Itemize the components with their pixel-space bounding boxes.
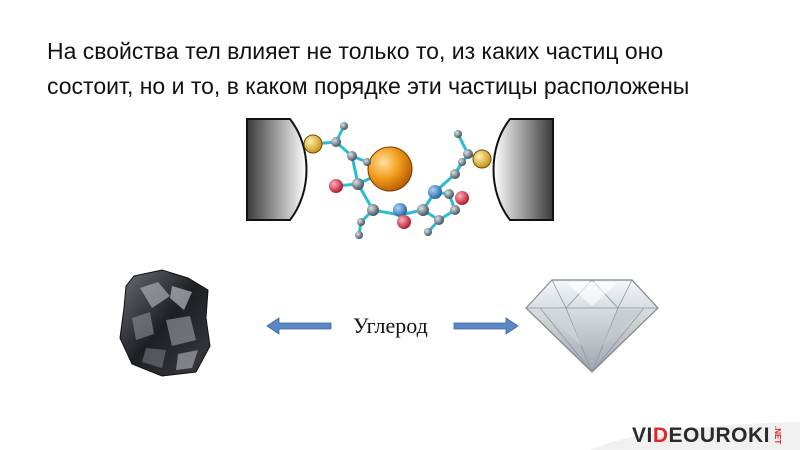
arrow-right-icon	[453, 317, 519, 335]
heading-line-1: На свойства тел влияет не только то, из …	[47, 38, 664, 64]
right-electrode	[492, 118, 554, 221]
linker-atom-left	[303, 134, 323, 154]
left-electrode	[246, 118, 308, 221]
center-atom	[367, 146, 413, 192]
logo-text: VIDEOUROKI	[631, 424, 770, 447]
linker-atom-right	[472, 149, 492, 169]
arrow-left-icon	[266, 317, 332, 335]
logo-suffix: .NET	[773, 426, 782, 445]
videouroki-logo: VIDEOUROKI .NET	[590, 418, 800, 450]
molecule-illustration	[246, 118, 554, 239]
coal-image	[119, 269, 211, 377]
heading-line-2: состоит, но и то, в каком порядке эти ча…	[47, 73, 690, 99]
carbon-label: Углерод	[353, 313, 428, 338]
diamond-image	[525, 279, 659, 374]
logo-swoosh-icon	[590, 422, 800, 450]
slide-heading: На свойства тел влияет не только то, из …	[47, 34, 767, 104]
